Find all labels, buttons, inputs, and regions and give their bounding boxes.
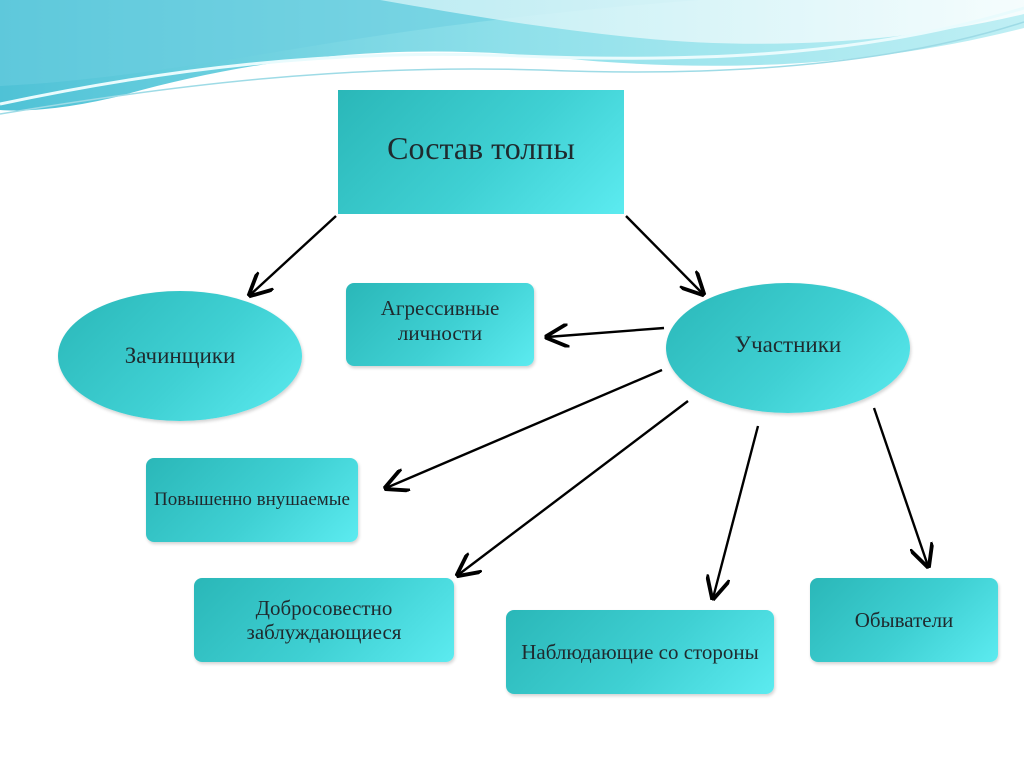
arrow-root-to-instigators xyxy=(250,215,337,295)
arrow-participants-to-aggressive xyxy=(547,328,665,337)
root-node-label: Состав толпы xyxy=(387,129,575,166)
arrow-participants-to-suggestible xyxy=(386,368,663,488)
node-aggressive-label: Агрессивные личности xyxy=(380,296,500,345)
node-observers-label: Наблюдающие со стороны xyxy=(521,639,759,664)
node-instigators-label: Зачинщики xyxy=(124,342,236,368)
arrow-participants-to-bystanders xyxy=(872,407,928,566)
node-bystanders: Обыватели xyxy=(810,578,998,662)
node-instigators: Зачинщики xyxy=(58,291,302,421)
root-node: Состав толпы xyxy=(338,90,624,214)
node-aggressive: Агрессивные личности xyxy=(346,283,534,366)
node-participants: Участники xyxy=(666,283,910,413)
node-misled-label: Добросовестно заблуждающиеся xyxy=(246,595,402,644)
arrow-participants-to-misled xyxy=(458,400,689,575)
arrow-root-to-participants xyxy=(625,215,703,294)
node-bystanders-label: Обыватели xyxy=(854,607,954,632)
node-misled: Добросовестно заблуждающиеся xyxy=(194,578,454,662)
node-observers: Наблюдающие со стороны xyxy=(506,610,774,694)
node-participants-label: Участники xyxy=(734,331,842,357)
node-suggestible: Повышенно внушаемые xyxy=(146,458,358,542)
node-suggestible-label: Повышенно внушаемые xyxy=(154,489,350,511)
header-wave-decoration xyxy=(0,0,1024,115)
arrow-participants-to-observers xyxy=(713,425,760,598)
